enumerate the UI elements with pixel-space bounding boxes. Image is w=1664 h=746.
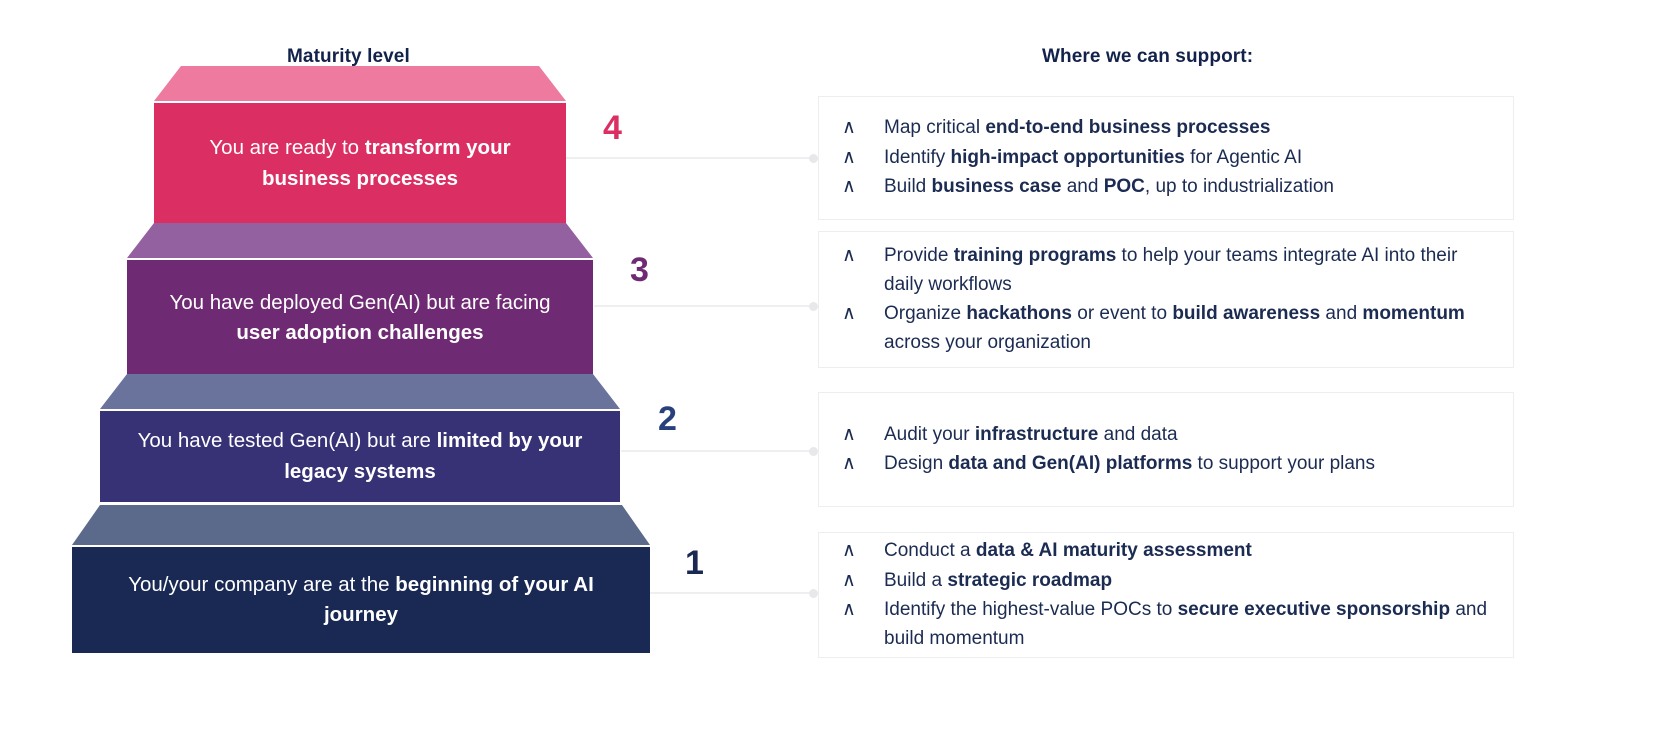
block-label-level-4: You are ready to transform your business… bbox=[209, 136, 511, 190]
maturity-level-heading: Maturity level bbox=[287, 46, 410, 67]
support-bullet-item: ∧ Conduct a data & AI maturity assessment bbox=[839, 537, 1513, 566]
connector-line-level-1 bbox=[650, 589, 818, 598]
support-bullet-item: ∧ Provide training programs to help your … bbox=[839, 242, 1513, 299]
pyramid-block-level-2[interactable]: You have tested Gen(AI) but are limited … bbox=[100, 374, 620, 502]
block-label-level-1: You/your company are at the beginning of… bbox=[128, 572, 594, 626]
support-bullet-text: Build a strategic roadmap bbox=[884, 569, 1113, 591]
support-bullet-item: ∧ Build business case and POC, up to indu… bbox=[839, 173, 1513, 202]
caret-up-icon: ∧ bbox=[842, 117, 856, 139]
caret-up-icon: ∧ bbox=[842, 599, 856, 620]
support-bullet-text: Build business case and POC, up to indus… bbox=[884, 176, 1334, 198]
block-top-face-level-1 bbox=[72, 505, 650, 545]
connector-dot-level-1 bbox=[809, 589, 818, 598]
level-number-3: 3 bbox=[630, 251, 649, 289]
caret-up-icon: ∧ bbox=[842, 569, 856, 591]
block-front-face-level-4: You are ready to transform your business… bbox=[154, 103, 566, 224]
support-bullet-item: ∧ Build a strategic roadmap bbox=[839, 567, 1513, 596]
maturity-pyramid: You are ready to transform your business… bbox=[0, 0, 790, 746]
support-box-level-1[interactable]: ∧ Conduct a data & AI maturity assessment… bbox=[818, 532, 1514, 658]
support-bullet-text: Audit your infrastructure and data bbox=[884, 423, 1178, 445]
caret-up-icon: ∧ bbox=[842, 303, 856, 324]
block-front-face-level-2: You have tested Gen(AI) but are limited … bbox=[100, 411, 620, 502]
support-bullet-item: ∧ Organize hackathons or event to build a… bbox=[839, 300, 1513, 357]
connector-dot-level-2 bbox=[809, 447, 818, 456]
block-top-face-level-4 bbox=[154, 66, 566, 101]
block-label-level-2: You have tested Gen(AI) but are limited … bbox=[137, 429, 583, 483]
caret-up-icon: ∧ bbox=[842, 146, 856, 168]
caret-up-icon: ∧ bbox=[842, 423, 856, 445]
connector-dot-level-3 bbox=[809, 302, 818, 311]
block-top-face-level-3 bbox=[127, 223, 593, 258]
level-number-4: 4 bbox=[603, 109, 622, 147]
support-bullet-item: ∧ Design data and Gen(AI) platforms to su… bbox=[839, 450, 1513, 479]
support-box-level-4[interactable]: ∧ Map critical end-to-end business proces… bbox=[818, 96, 1514, 220]
connector-line-level-3 bbox=[594, 302, 818, 311]
connector-line-level-2 bbox=[621, 447, 818, 456]
caret-up-icon: ∧ bbox=[842, 540, 856, 561]
support-bullet-item: ∧ Identify high-impact opportunities for … bbox=[839, 144, 1513, 173]
pyramid-block-level-1[interactable]: You/your company are at the beginning of… bbox=[72, 505, 650, 653]
support-bullet-text: Organize hackathons or event to build aw… bbox=[884, 303, 1465, 353]
support-bullet-item: ∧ Map critical end-to-end business proces… bbox=[839, 114, 1513, 143]
level-number-2: 2 bbox=[658, 400, 677, 438]
support-bullet-text: Map critical end-to-end business process… bbox=[884, 117, 1271, 139]
caret-up-icon: ∧ bbox=[842, 245, 856, 266]
block-top-face-level-2 bbox=[100, 374, 620, 409]
pyramid-block-level-3[interactable]: You have deployed Gen(AI) but are facing… bbox=[127, 223, 593, 376]
support-bullet-item: ∧ Audit your infrastructure and data bbox=[839, 421, 1513, 450]
pyramid-block-level-4[interactable]: You are ready to transform your business… bbox=[154, 66, 566, 224]
support-heading: Where we can support: bbox=[1042, 46, 1254, 67]
support-bullet-text: Identify high-impact opportunities for A… bbox=[884, 146, 1303, 168]
support-bullet-text: Conduct a data & AI maturity assessment bbox=[884, 540, 1252, 561]
level-number-1: 1 bbox=[685, 544, 704, 582]
caret-up-icon: ∧ bbox=[842, 453, 856, 474]
support-box-level-2[interactable]: ∧ Audit your infrastructure and data ∧ Desi… bbox=[818, 392, 1514, 507]
connector-line-level-4 bbox=[566, 154, 818, 163]
block-label-level-3: You have deployed Gen(AI) but are facing… bbox=[169, 290, 551, 344]
connector-dot-level-4 bbox=[809, 154, 818, 163]
support-bullet-text: Provide training programs to help your t… bbox=[884, 245, 1458, 295]
support-bullet-text: Design data and Gen(AI) platforms to sup… bbox=[884, 453, 1375, 474]
block-front-face-level-3: You have deployed Gen(AI) but are facing… bbox=[127, 260, 593, 376]
block-front-face-level-1: You/your company are at the beginning of… bbox=[72, 547, 650, 653]
support-bullet-item: ∧ Identify the highest-value POCs to secu… bbox=[839, 596, 1513, 653]
caret-up-icon: ∧ bbox=[842, 176, 856, 198]
support-box-level-3[interactable]: ∧ Provide training programs to help your … bbox=[818, 231, 1514, 368]
support-bullet-text: Identify the highest-value POCs to secur… bbox=[884, 599, 1488, 649]
